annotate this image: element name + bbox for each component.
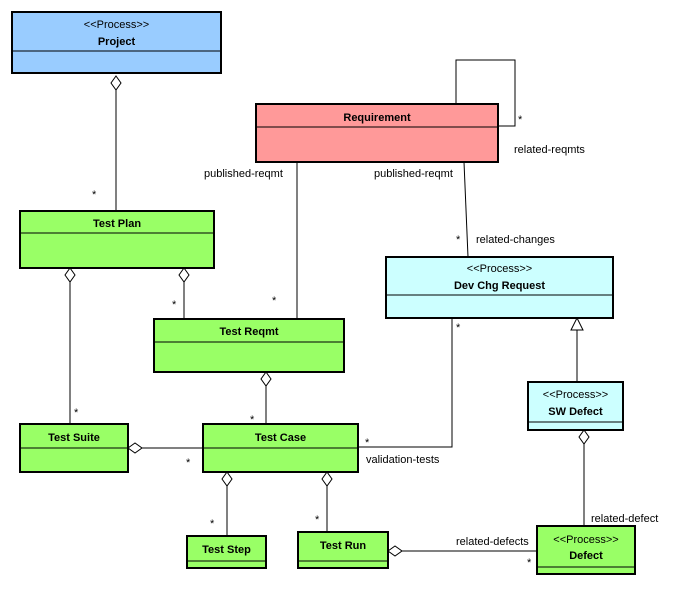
- test-suite-name: Test Suite: [48, 432, 100, 444]
- mult-defect: *: [527, 557, 532, 569]
- class-defect[interactable]: <<Process>> Defect: [536, 525, 636, 575]
- test-plan-box: [19, 210, 215, 269]
- multiplicities: * * * * * * * * * * * * *: [74, 114, 532, 569]
- mult-testsuite: *: [74, 407, 79, 419]
- mult-testcase-from-suite: *: [186, 457, 191, 469]
- mult-teststep: *: [210, 518, 215, 530]
- requirement-self-line: [455, 59, 516, 127]
- label-published-reqmt-left: published-reqmt: [204, 168, 283, 180]
- dev-chg-request-box: [385, 256, 614, 319]
- generalization-triangle: [570, 316, 584, 331]
- class-test-step[interactable]: Test Step: [186, 535, 267, 569]
- mult-testcase-validation: *: [365, 437, 370, 449]
- testcase-step-aggregation-diamond: [221, 471, 233, 487]
- class-test-reqmt[interactable]: Test Reqmt: [153, 318, 345, 373]
- devchg-testcase-line: [358, 318, 453, 448]
- test-reqmt-name: Test Reqmt: [219, 326, 278, 338]
- sw-defect-name: SW Defect: [548, 406, 603, 418]
- requirement-name: Requirement: [343, 112, 411, 124]
- defect-stereotype: <<Process>>: [553, 534, 618, 546]
- testsuite-aggregation-diamond: [127, 442, 143, 454]
- label-related-changes: related-changes: [476, 234, 555, 246]
- class-test-suite[interactable]: Test Suite: [19, 423, 129, 473]
- swdefect-aggregation-diamond: [578, 429, 590, 445]
- class-test-case[interactable]: Test Case: [202, 423, 359, 473]
- mult-requirement-self: *: [518, 114, 523, 126]
- defect-name: Defect: [569, 550, 603, 562]
- requirement-box: [255, 103, 499, 163]
- class-test-run[interactable]: Test Run: [297, 531, 389, 569]
- project-name: Project: [98, 36, 136, 48]
- test-reqmt-box: [153, 318, 345, 373]
- test-plan-name: Test Plan: [93, 218, 141, 230]
- class-requirement[interactable]: Requirement: [255, 103, 499, 163]
- testrun-aggregation-diamond: [387, 545, 403, 557]
- class-dev-chg-request[interactable]: <<Process>> Dev Chg Request: [385, 256, 614, 319]
- project-stereotype: <<Process>>: [84, 19, 149, 31]
- association-ends: [64, 75, 590, 557]
- dev-chg-request-name: Dev Chg Request: [454, 280, 545, 292]
- label-related-defects: related-defects: [456, 536, 529, 548]
- project-box: [11, 11, 222, 74]
- mult-testrun: *: [315, 514, 320, 526]
- defect-box: [536, 525, 636, 575]
- test-step-box: [186, 535, 267, 569]
- testplan-suite-aggregation-diamond: [64, 267, 76, 283]
- test-run-name: Test Run: [320, 540, 367, 552]
- label-published-reqmt-right: published-reqmt: [374, 168, 453, 180]
- sw-defect-stereotype: <<Process>>: [543, 389, 608, 401]
- label-related-defect: related-defect: [591, 513, 658, 525]
- mult-devchg-bottom: *: [456, 322, 461, 334]
- class-sw-defect[interactable]: <<Process>> SW Defect: [527, 381, 624, 431]
- mult-testcase-top: *: [250, 414, 255, 426]
- requirement-devchg-line: [463, 161, 469, 258]
- testreqmt-aggregation-diamond: [260, 371, 272, 387]
- testplan-reqmt-aggregation-diamond: [178, 267, 190, 283]
- class-test-plan[interactable]: Test Plan: [19, 210, 215, 269]
- mult-testreqmt-from-requirement: *: [272, 295, 277, 307]
- label-related-reqmts: related-reqmts: [514, 144, 585, 156]
- mult-testreqmt-from-plan: *: [172, 299, 177, 311]
- label-validation-tests: validation-tests: [366, 454, 440, 466]
- dev-chg-request-stereotype: <<Process>>: [467, 263, 532, 275]
- test-step-name: Test Step: [202, 544, 251, 556]
- mult-testplan-top: *: [92, 189, 97, 201]
- test-run-box: [297, 531, 389, 569]
- connectors: [69, 59, 585, 552]
- test-case-name: Test Case: [255, 432, 306, 444]
- testcase-run-aggregation-diamond: [321, 471, 333, 487]
- class-project[interactable]: <<Process>> Project: [11, 11, 222, 74]
- mult-devchg-top: *: [456, 234, 461, 246]
- project-aggregation-diamond: [110, 75, 122, 91]
